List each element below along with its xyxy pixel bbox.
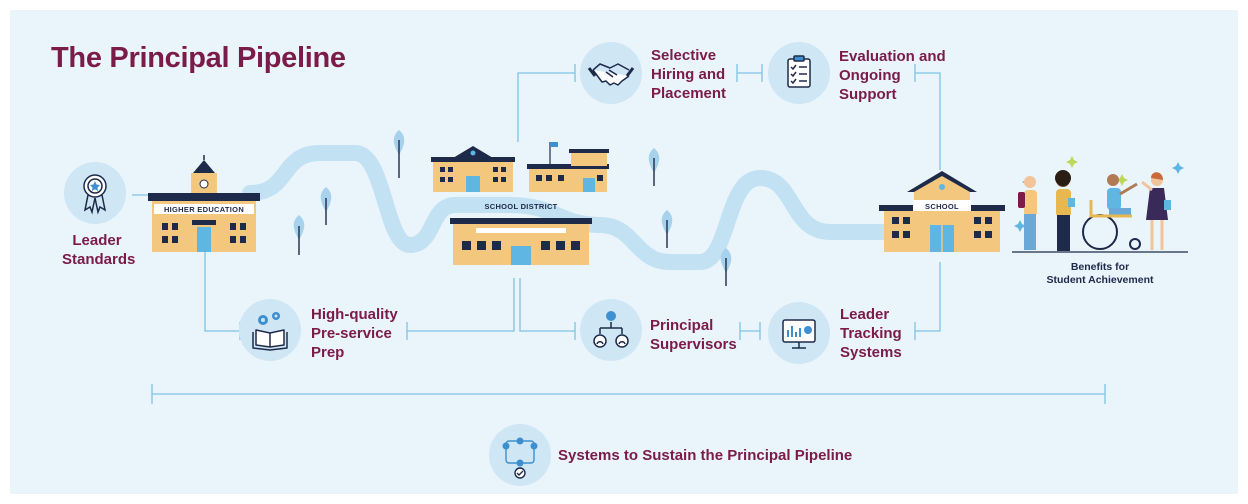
tree: [393, 130, 405, 178]
students-illustration: [1012, 156, 1188, 253]
student-wheelchair: [1082, 174, 1141, 250]
label-line: Pre-service: [311, 325, 392, 342]
preservice-prep-label: High-quality Pre-service Prep: [311, 305, 398, 362]
label-line: Standards: [62, 251, 136, 268]
school-district-label: SCHOOL DISTRICT: [484, 202, 558, 211]
student-standing-2: [1055, 170, 1075, 251]
systems-sustain-label: Systems to Sustain the Principal Pipelin…: [558, 447, 853, 464]
label-line: Prep: [311, 344, 345, 361]
school-building-illustration: [879, 171, 1005, 252]
student-standing-1: [1018, 176, 1037, 250]
pipeline-diagram: The Principal Pipeline Leader Standards …: [10, 10, 1238, 494]
pipeline-graphics: [64, 42, 1188, 486]
higher-education-building-illustration: [148, 155, 260, 252]
higher-education-sign: HIGHER EDUCATION: [163, 205, 245, 214]
monitor-chart-icon: [782, 319, 816, 349]
tree: [720, 248, 732, 286]
clipboard-checklist-icon: [787, 55, 811, 88]
pipeline-road: [242, 145, 893, 270]
handshake-icon: [587, 63, 635, 86]
label-line: Leader: [840, 306, 890, 323]
org-chart-icon: [593, 311, 629, 348]
label-line: Selective: [651, 47, 717, 64]
label-line: Supervisors: [650, 336, 737, 353]
tree: [320, 187, 332, 225]
school-district-buildings-illustration: [431, 142, 609, 265]
label-line: Systems: [840, 344, 902, 361]
connector-lines: [132, 64, 1106, 404]
label-line: Benefits for: [1070, 261, 1130, 273]
label-line: Hiring and: [651, 66, 726, 83]
label-line: Principal: [650, 317, 714, 334]
trees: [293, 130, 732, 286]
tree: [661, 210, 673, 248]
school-sign: SCHOOL: [925, 202, 959, 211]
selective-hiring-label: Selective Hiring and Placement: [651, 46, 726, 103]
tree: [293, 215, 305, 255]
label-line: Support: [839, 86, 897, 103]
process-cycle-icon: [502, 437, 538, 479]
leader-tracking-label: Leader Tracking Systems: [840, 305, 902, 362]
tree: [648, 148, 660, 186]
benefits-label: Benefits for Student Achievement: [1030, 261, 1170, 287]
label-line: Placement: [651, 85, 727, 102]
principal-supervisors-label: Principal Supervisors: [650, 316, 737, 354]
book-gears-icon: [252, 312, 288, 351]
label-line: High-quality: [311, 306, 398, 323]
label-line: Evaluation and: [839, 48, 946, 65]
award-ribbon-icon: [83, 174, 107, 215]
label-line: Tracking: [840, 325, 902, 342]
evaluation-support-label: Evaluation and Ongoing Support: [839, 47, 946, 104]
label-line: Ongoing: [839, 67, 901, 84]
student-standing-3: [1141, 172, 1171, 250]
label-line: Leader: [72, 232, 122, 249]
label-line: Student Achievement: [1046, 274, 1154, 286]
page-title: The Principal Pipeline: [51, 42, 346, 74]
leader-standards-label: Leader Standards: [62, 231, 136, 269]
